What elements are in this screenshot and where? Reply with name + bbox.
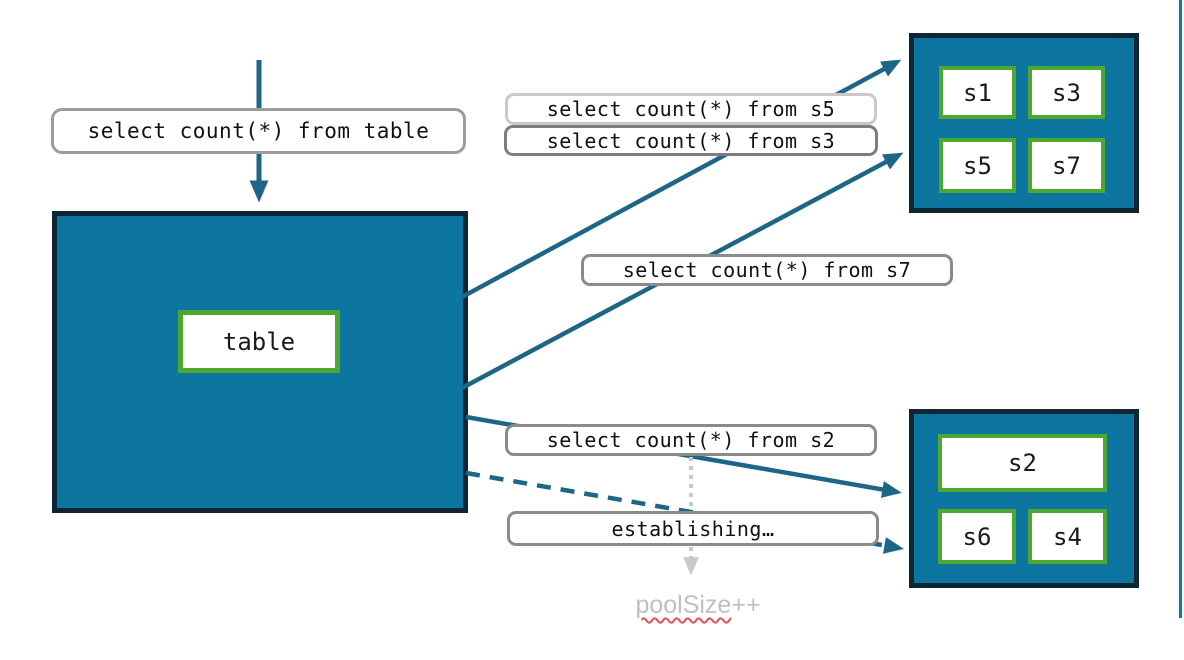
poolsize-suffix: ++ (731, 591, 761, 619)
shard-s4-label: s4 (1053, 522, 1082, 551)
shard-s3: s3 (1028, 66, 1105, 119)
shard-s6: s6 (938, 509, 1016, 564)
shard-s7: s7 (1028, 138, 1105, 193)
query-text-from-s2: select count(*) from s2 (546, 428, 836, 452)
shard-s5: s5 (939, 138, 1016, 193)
query-text-from-s3: select count(*) from s3 (546, 128, 836, 153)
shard-s5-label: s5 (963, 151, 992, 180)
slide-edge-line (1179, 0, 1182, 618)
query-label-from-s3: select count(*) from s3 (504, 125, 878, 156)
shard-s1: s1 (939, 66, 1016, 119)
query-label-from-s7: select count(*) from s7 (581, 254, 953, 286)
shard-s2-label: s2 (1008, 449, 1037, 477)
shard-s6-label: s6 (962, 522, 992, 551)
shard-s3-label: s3 (1052, 78, 1081, 107)
query-text-from-s5: select count(*) from s5 (546, 97, 836, 121)
poolsize-annotation: poolSize++ (608, 591, 788, 620)
shard-s2: s2 (938, 434, 1107, 492)
query-label-establishing: establishing… (507, 511, 879, 546)
table-label-box: table (178, 310, 340, 373)
query-label-from-table: select count(*) from table (51, 108, 466, 154)
shard-s1-label: s1 (963, 78, 992, 107)
table-label: table (222, 327, 296, 356)
query-label-from-s2: select count(*) from s2 (505, 424, 877, 456)
shard-s7-label: s7 (1052, 151, 1081, 180)
query-label-from-s5: select count(*) from s5 (505, 93, 877, 125)
query-text-from-table: select count(*) from table (87, 119, 430, 143)
shard-s4: s4 (1028, 509, 1107, 564)
query-text-from-s7: select count(*) from s7 (622, 258, 912, 282)
query-text-establishing: establishing… (611, 516, 775, 541)
poolsize-word: poolSize (635, 591, 732, 619)
